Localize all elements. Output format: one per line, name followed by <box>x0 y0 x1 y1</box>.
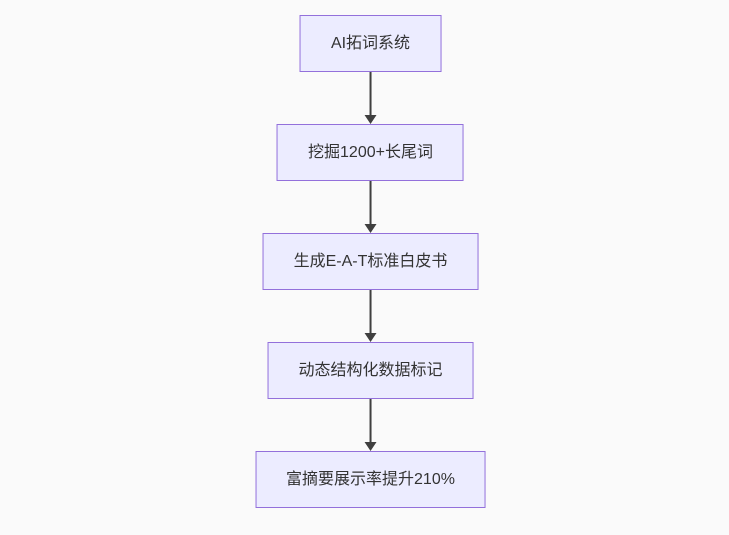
arrow-down-icon <box>364 333 377 342</box>
arrow-line <box>369 399 372 442</box>
flow-arrow <box>364 290 377 342</box>
flowchart: AI拓词系统 挖掘1200+长尾词 生成E-A-T标准白皮书 动态结构化数据标记… <box>255 15 486 508</box>
flow-node-label: 生成E-A-T标准白皮书 <box>293 252 448 270</box>
arrow-line <box>369 72 372 115</box>
arrow-down-icon <box>364 115 377 124</box>
flow-node-rich-snippet-result: 富摘要展示率提升210% <box>255 451 486 508</box>
flow-arrow <box>364 181 377 233</box>
flow-node-label: 动态结构化数据标记 <box>298 361 443 379</box>
arrow-line <box>369 181 372 224</box>
flow-node-label: AI拓词系统 <box>330 34 411 52</box>
flow-node-ai-keyword-system: AI拓词系统 <box>299 15 442 72</box>
flow-node-label: 挖掘1200+长尾词 <box>308 143 433 161</box>
flow-node-eat-whitepaper: 生成E-A-T标准白皮书 <box>262 233 479 290</box>
flow-arrow <box>364 72 377 124</box>
flow-node-label: 富摘要展示率提升210% <box>286 470 455 488</box>
arrow-down-icon <box>364 224 377 233</box>
flow-arrow <box>364 399 377 451</box>
arrow-line <box>369 290 372 333</box>
flow-node-structured-data-markup: 动态结构化数据标记 <box>267 342 474 399</box>
flow-node-longtail-mining: 挖掘1200+长尾词 <box>277 124 464 181</box>
arrow-down-icon <box>364 442 377 451</box>
